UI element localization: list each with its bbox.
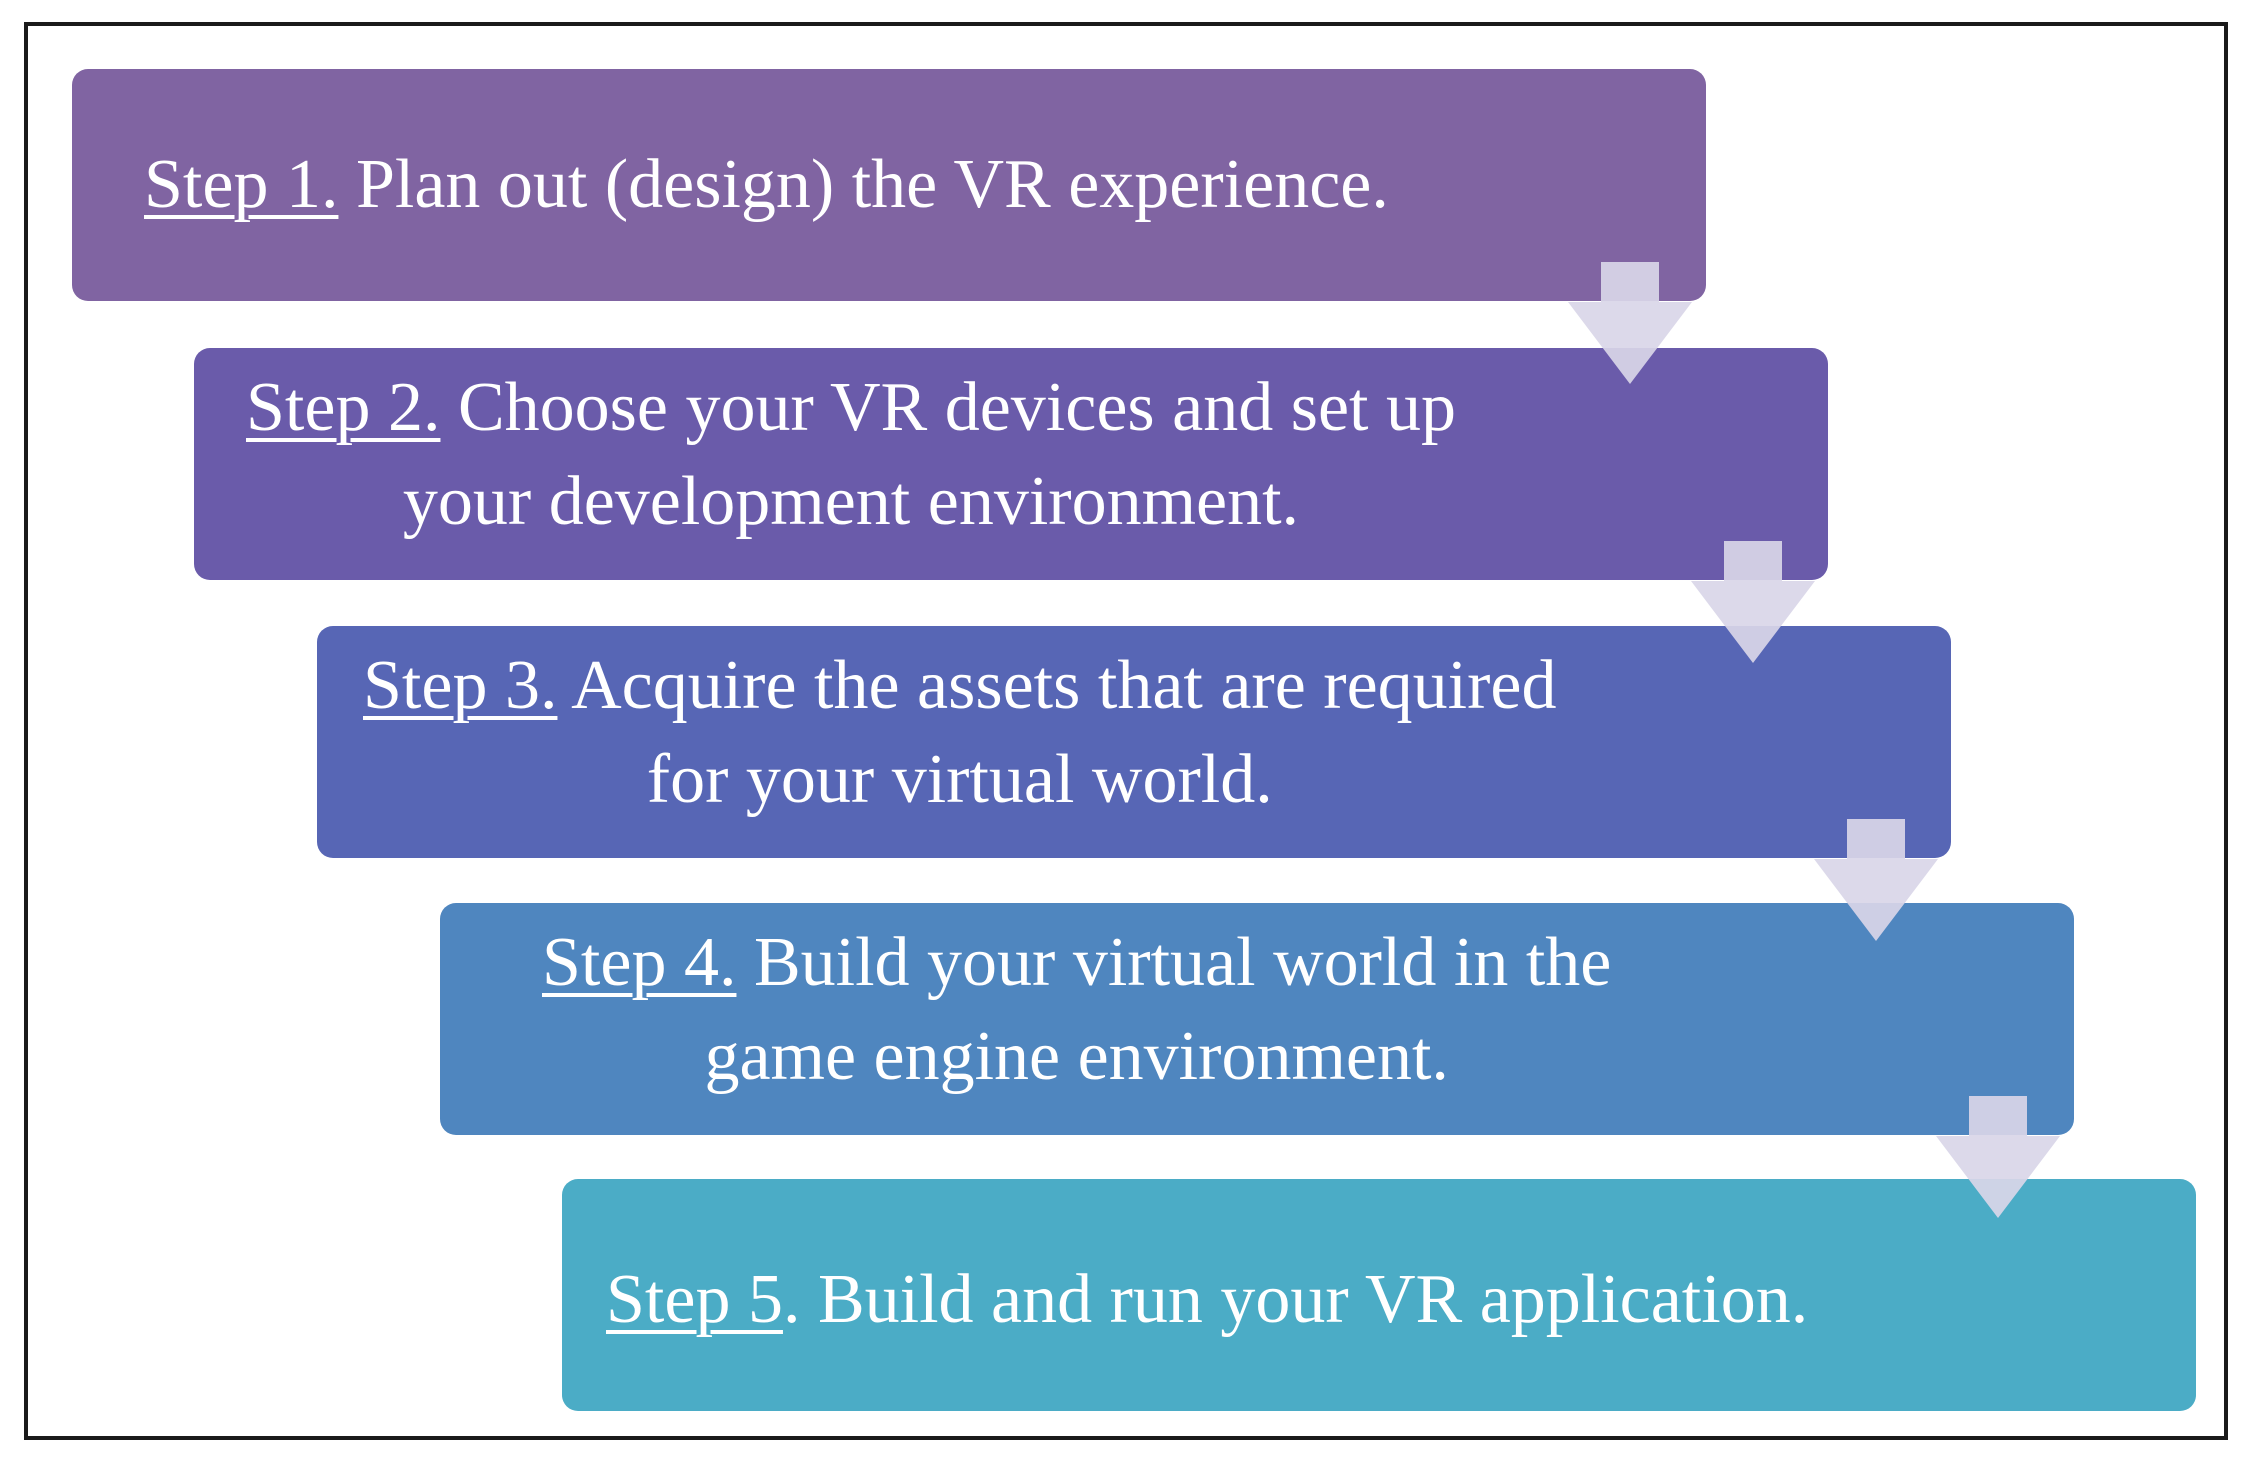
down-arrow-2-icon (1691, 541, 1815, 663)
down-arrow-3-icon (1814, 819, 1938, 941)
step-4-text: Step 4. Build your virtual world in the … (542, 916, 1611, 1122)
step-2-box: Step 2. Choose your VR devices and set u… (194, 348, 1828, 580)
step-4-description-line2: game engine environment. (704, 1018, 1449, 1095)
step-5-text: Step 5. Build and run your VR applicatio… (606, 1243, 1808, 1347)
step-1-text: Step 1. Plan out (design) the VR experie… (144, 138, 1389, 232)
step-4-description: Build your virtual world in the (736, 924, 1612, 1002)
step-3-label: Step 3. (363, 647, 558, 725)
step-5-description: . Build and run your VR application. (782, 1261, 1809, 1339)
step-3-box: Step 3. Acquire the assets that are requ… (317, 626, 1951, 858)
down-arrow-4-icon (1936, 1096, 2060, 1218)
step-2-description-line2: your development environment. (402, 463, 1300, 540)
down-arrow-1-icon (1568, 262, 1692, 384)
down-arrow-icon (1814, 819, 1938, 941)
step-2-text: Step 2. Choose your VR devices and set u… (246, 361, 1456, 567)
step-5-box: Step 5. Build and run your VR applicatio… (562, 1179, 2196, 1411)
step-3-text: Step 3. Acquire the assets that are requ… (363, 639, 1557, 845)
step-4-label: Step 4. (542, 924, 737, 1002)
step-1-label: Step 1. (144, 146, 339, 224)
step-2-label: Step 2. (246, 369, 441, 447)
step-3-description: Acquire the assets that are required (557, 647, 1557, 725)
step-5-label: Step 5 (606, 1261, 783, 1339)
down-arrow-icon (1568, 262, 1692, 384)
down-arrow-icon (1691, 541, 1815, 663)
down-arrow-icon (1936, 1096, 2060, 1218)
step-1-description: Plan out (design) the VR experience. (338, 146, 1389, 224)
step-2-description: Choose your VR devices and set up (440, 369, 1456, 447)
step-4-box: Step 4. Build your virtual world in the … (440, 903, 2074, 1135)
diagram-frame: Step 1. Plan out (design) the VR experie… (24, 22, 2228, 1440)
step-1-box: Step 1. Plan out (design) the VR experie… (72, 69, 1706, 301)
step-3-description-line2: for your virtual world. (646, 741, 1273, 818)
